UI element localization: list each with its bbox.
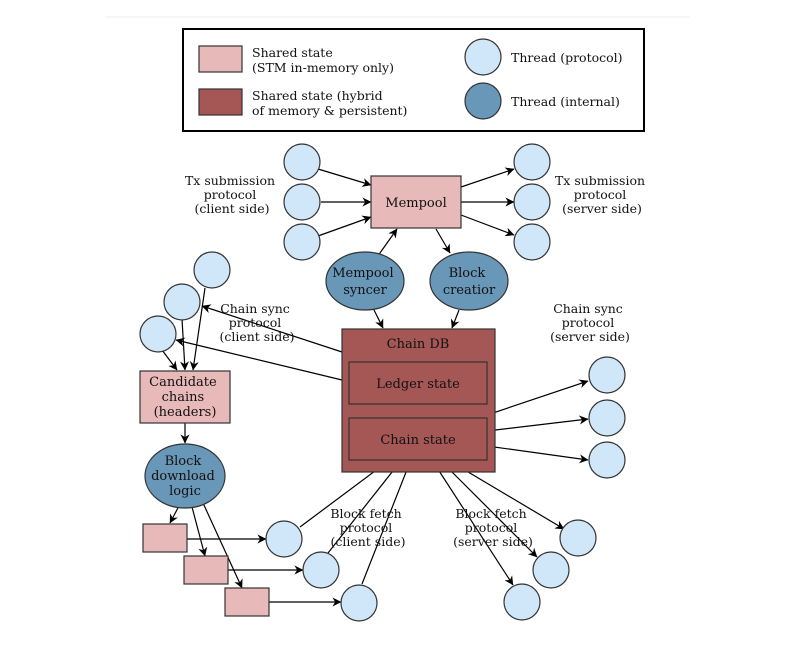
chainsync-client-thread-2 <box>163 283 201 321</box>
chainsync-server-thread-1 <box>588 356 626 394</box>
edge-mempool-creator <box>435 228 451 254</box>
edge-bfclient-2-chainstate <box>327 461 401 554</box>
block-creator-node <box>429 251 509 311</box>
chainsync-server-label: Chain sync protocol (server side) <box>550 301 630 344</box>
tx-client-thread-3 <box>283 223 321 261</box>
edge-bfclient-1-chainstate <box>299 461 388 528</box>
chainsync-server-thread-3 <box>588 441 626 479</box>
tx-client-thread-2 <box>283 183 321 221</box>
edge-csclient-1-candidate <box>189 287 206 371</box>
edges <box>161 167 589 607</box>
blockfetch-server-thread-3 <box>503 583 541 621</box>
blockfetch-client-thread-3 <box>340 584 378 622</box>
edge-csclient-3-candidate <box>161 349 178 371</box>
protocol-threads <box>139 143 626 622</box>
chain-state-label: Chain state <box>380 433 456 448</box>
edge-chainstate-csserver-2 <box>486 415 589 432</box>
tx-server-label: Tx submission protocol (server side) <box>555 173 649 216</box>
mempool-syncer-node <box>325 251 405 311</box>
edge-chainstate-bfserver-2 <box>439 459 538 558</box>
chain-db-group: Chain DB Ledger state Chain state <box>341 328 496 473</box>
legend-thread-protocol-label: Thread (protocol) <box>511 50 623 65</box>
blockfetch-server-thread-2 <box>532 551 570 589</box>
blockfetch-client-thread-2 <box>302 551 340 589</box>
edge-txclient-1-mempool <box>317 168 372 187</box>
legend-shared-state-swatch <box>198 45 243 73</box>
chain-db-label: Chain DB <box>387 337 450 352</box>
edge-syncer-chaindb <box>373 309 384 329</box>
tx-server-thread-1 <box>513 143 551 181</box>
candidate-chains-label: Candidate chains (headers) <box>149 375 221 420</box>
candidate-chains-node <box>139 370 231 424</box>
legend-hybrid-state-label: Shared state (hybrid of memory & persist… <box>252 88 407 118</box>
blockfetch-client-thread-1 <box>265 520 303 558</box>
mempool-label: Mempool <box>385 196 446 211</box>
protocol-labels: Tx submission protocol (client side) Tx … <box>185 173 649 549</box>
internal-threads: Mempool syncer Block creatior Block down… <box>144 251 509 509</box>
shared-state-boxes: Mempool Candidate chains (headers) <box>139 175 462 617</box>
blockfetch-server-label: Block fetch protocol (server side) <box>453 506 533 549</box>
legend-frame <box>182 28 645 132</box>
chain-state-node <box>348 417 488 461</box>
legend-thread-internal-label: Thread (internal) <box>511 94 620 109</box>
edge-chainstate-csserver-1 <box>483 379 589 417</box>
edge-chainstate-bfserver-3 <box>431 459 514 586</box>
legend-shared-state-label: Shared state (STM in-memory only) <box>252 45 394 75</box>
chainsync-client-thread-1 <box>193 251 231 289</box>
block-creator-label: Block creatior <box>443 266 496 298</box>
chainsync-server-thread-2 <box>588 399 626 437</box>
fetch-state-box-2 <box>183 555 229 585</box>
mempool-syncer-label: Mempool syncer <box>332 266 398 298</box>
edge-bfclient-3-chainstate <box>361 461 412 585</box>
block-download-logic-node <box>144 443 226 509</box>
edge-creator-chaindb <box>450 309 460 329</box>
tx-client-label: Tx submission protocol (client side) <box>185 173 279 216</box>
fetch-state-box-3 <box>224 587 270 617</box>
edge-download-fetchbox-2 <box>191 506 208 557</box>
edge-chaindb-csclient-3 <box>175 337 343 381</box>
mempool-node <box>370 175 462 229</box>
block-download-logic-label: Block download logic <box>151 454 219 499</box>
tx-client-thread-1 <box>283 143 321 181</box>
legend-thread-protocol-swatch <box>464 38 502 76</box>
legend-thread-internal-swatch <box>464 82 502 120</box>
chainsync-client-thread-3 <box>139 315 177 353</box>
ledger-state-label: Ledger state <box>376 377 460 392</box>
edge-csclient-2-candidate <box>180 318 189 371</box>
edge-chaindb-csclient-2 <box>201 304 343 353</box>
fetch-state-box-1 <box>142 523 188 553</box>
tx-server-thread-2 <box>513 183 551 221</box>
tx-server-thread-3 <box>513 223 551 261</box>
chainsync-client-label: Chain sync protocol (client side) <box>219 301 294 344</box>
edge-download-fetchbox-3 <box>202 502 243 589</box>
edge-mempool-txserver-1 <box>460 167 515 188</box>
legend-hybrid-state-swatch <box>198 88 243 116</box>
edge-txclient-3-mempool <box>317 215 372 237</box>
blockfetch-client-label: Block fetch protocol (client side) <box>330 506 405 549</box>
blockfetch-server-thread-1 <box>559 519 597 557</box>
ledger-state-node <box>348 361 488 405</box>
edge-mempool-txserver-3 <box>460 214 515 237</box>
legend: Shared state (STM in-memory only) Shared… <box>182 28 645 132</box>
edge-chainstate-csserver-3 <box>486 445 589 464</box>
